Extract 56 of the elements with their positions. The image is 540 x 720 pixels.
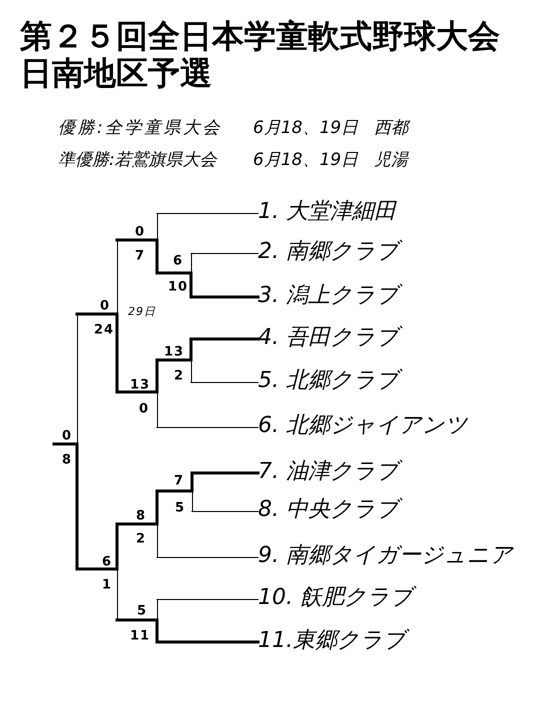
bracket-line bbox=[192, 511, 258, 512]
score-label: 5 bbox=[174, 502, 186, 514]
bracket-line bbox=[76, 312, 118, 316]
bracket-line bbox=[116, 618, 158, 622]
venue-text: 児湯 bbox=[374, 149, 408, 171]
score-label: 0 bbox=[138, 402, 150, 416]
title: 第２５回全日本学童軟式野球大会日南地区予選 bbox=[20, 18, 501, 92]
bracket-line bbox=[190, 253, 258, 254]
bracket-line bbox=[156, 427, 258, 428]
bracket-line bbox=[116, 390, 158, 394]
bracket-line bbox=[156, 557, 258, 558]
bracket-bar bbox=[155, 490, 159, 559]
bracket-bar bbox=[189, 338, 193, 384]
score-label: 6 bbox=[102, 556, 112, 568]
score-label: 2 bbox=[136, 532, 146, 546]
team-name: 1. 大堂津細田 bbox=[258, 198, 396, 226]
bracket-line bbox=[156, 490, 194, 492]
bracket-line bbox=[156, 358, 192, 362]
qualification-note: 準優勝:若鷲旗県大会 bbox=[58, 149, 217, 171]
bracket-bar bbox=[155, 359, 159, 429]
score-label: 8 bbox=[62, 454, 72, 466]
bracket-line bbox=[156, 213, 258, 214]
bracket-line bbox=[190, 472, 260, 474]
score-label: 2 bbox=[174, 370, 184, 382]
score-label: 11 bbox=[130, 630, 150, 642]
bracket-line bbox=[116, 522, 158, 526]
bracket-line bbox=[156, 272, 192, 274]
bracket-line bbox=[116, 238, 158, 242]
date-text: 6月18、19日 bbox=[253, 117, 358, 139]
score-label: 6 bbox=[172, 254, 184, 268]
bracket-line bbox=[190, 338, 260, 340]
score-label: 24 bbox=[94, 324, 114, 336]
team-name: 6. 北郷ジャイアンツ bbox=[258, 412, 468, 440]
date-label: 29日 bbox=[128, 306, 156, 318]
qualification-note: 優勝:全学童県大会 bbox=[58, 117, 222, 139]
date-text: 6月18、19日 bbox=[253, 149, 358, 171]
venue-text: 西都 bbox=[374, 117, 408, 139]
score-label: 1 bbox=[102, 578, 112, 592]
score-label: 8 bbox=[136, 510, 146, 522]
bracket-line bbox=[190, 296, 260, 298]
bracket-line bbox=[76, 568, 118, 570]
score-label: 7 bbox=[174, 474, 184, 488]
score-label: 0 bbox=[100, 300, 110, 312]
score-label: 7 bbox=[134, 250, 146, 262]
bracket-line bbox=[156, 599, 258, 600]
bracket-line bbox=[190, 382, 258, 383]
bracket-bar bbox=[190, 472, 194, 513]
score-label: 13 bbox=[130, 378, 150, 392]
score-label: 0 bbox=[134, 226, 146, 238]
score-label: 0 bbox=[62, 430, 72, 442]
team-name: 9. 南郷タイガージュニア bbox=[258, 542, 513, 570]
score-label: 13 bbox=[164, 346, 184, 358]
bracket-line bbox=[52, 442, 78, 446]
score-label: 10 bbox=[168, 280, 188, 294]
score-label: 5 bbox=[136, 604, 148, 618]
bracket-line bbox=[156, 640, 260, 644]
